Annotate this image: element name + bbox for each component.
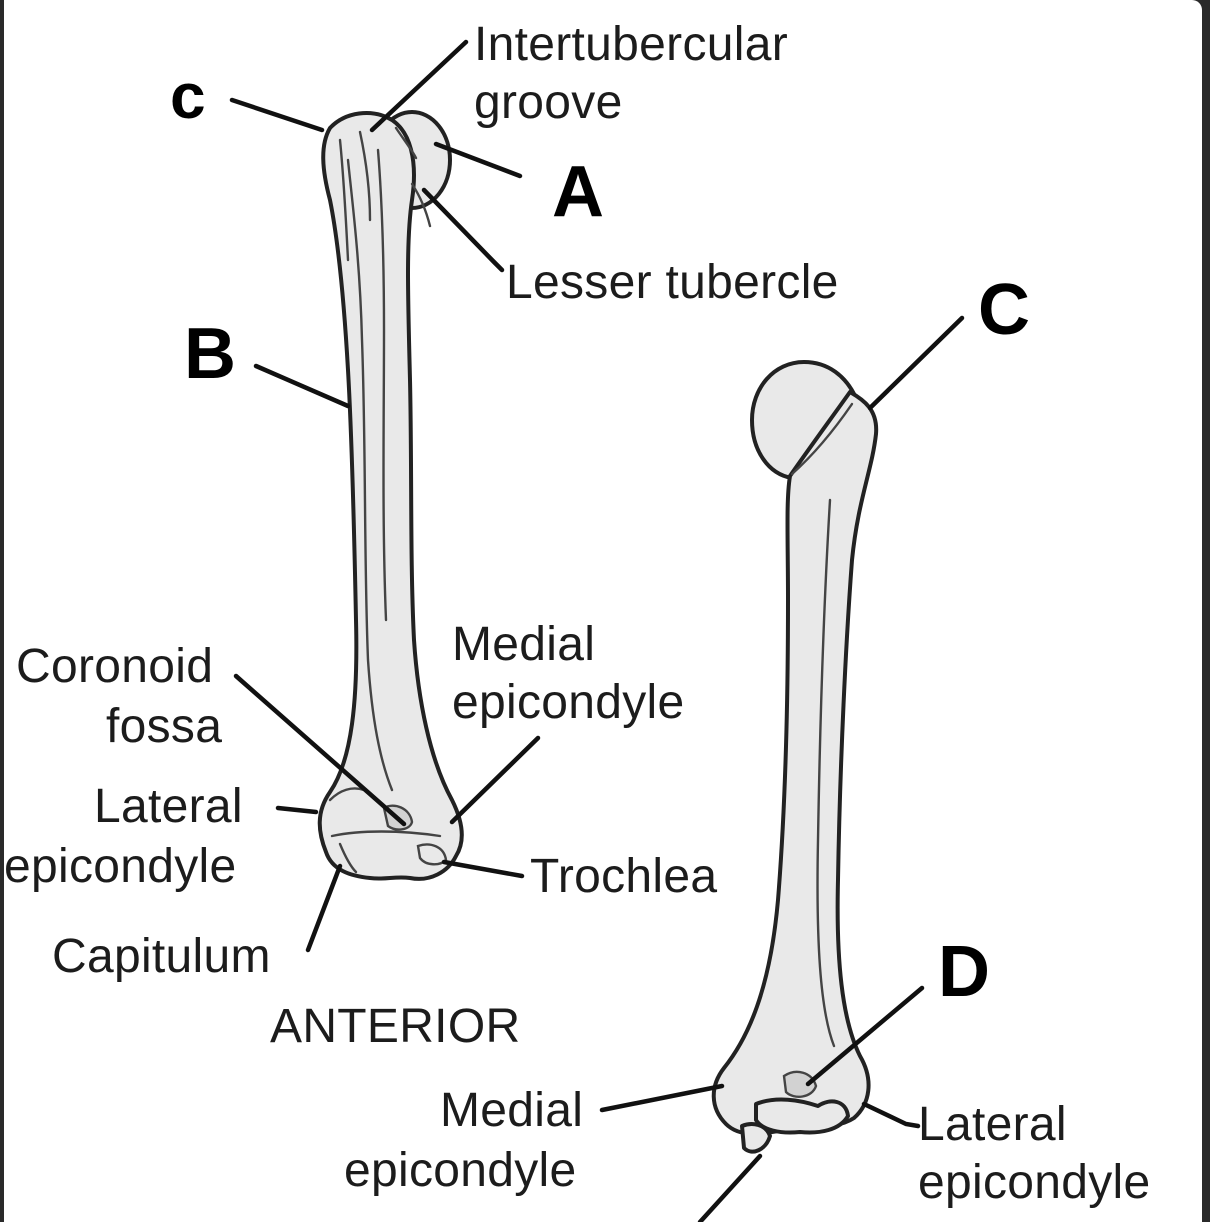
letter-B: B — [184, 314, 236, 394]
medial-condyle-tip — [740, 1122, 772, 1154]
labels: c Intertubercular groove A Lesser tuberc… — [4, 18, 1151, 1209]
letter-D: D — [938, 932, 990, 1012]
shaft-line-3 — [338, 138, 350, 262]
leader-lesser-tubercle — [421, 187, 505, 273]
label-capitulum: Capitulum — [52, 930, 271, 983]
diagram-frame: c Intertubercular groove A Lesser tuberc… — [4, 0, 1202, 1222]
label-medial-epi-ant-2: epicondyle — [452, 676, 685, 729]
leader-lateral-epi-ant — [275, 805, 319, 815]
anterior-humerus-shaft — [317, 111, 464, 881]
label-lateral-epi-post-2: epicondyle — [918, 1156, 1151, 1209]
leader-medial-epi-post — [599, 1083, 725, 1113]
label-anterior-view: ANTERIOR — [270, 1000, 520, 1053]
leader-coronoid — [233, 673, 407, 827]
label-intertubercular-2: groove — [474, 76, 623, 129]
posterior-humerus — [711, 360, 879, 1154]
olecranon-fossa — [784, 1071, 816, 1097]
trochlea-shape — [416, 843, 448, 866]
leader-lines — [229, 39, 965, 1222]
label-lateral-epi-post-1: Lateral — [918, 1098, 1067, 1151]
label-lateral-epi-ant-2: epicondyle — [4, 840, 237, 893]
letter-c-small: c — [170, 60, 206, 132]
label-coronoid-1: Coronoid — [16, 640, 213, 693]
letter-A: A — [552, 152, 604, 232]
shaft-line-2 — [376, 148, 388, 622]
shaft-line-4 — [358, 130, 372, 222]
leader-trochlea — [441, 859, 525, 879]
leader-capitulum — [305, 863, 343, 953]
letter-C-large: C — [978, 270, 1030, 350]
leader-lateral-epi-post — [861, 1101, 921, 1129]
shaft-line-1 — [346, 158, 394, 792]
label-medial-epi-ant-1: Medial — [452, 618, 595, 671]
leader-c-small — [229, 97, 325, 133]
leader-B — [253, 363, 351, 409]
groove-line — [394, 126, 418, 160]
label-lesser-tubercle: Lesser tubercle — [506, 256, 839, 309]
posterior-humerus-shaft — [711, 390, 879, 1136]
anatomical-neck — [790, 402, 854, 476]
posterior-shaft-line — [816, 498, 836, 1048]
label-trochlea: Trochlea — [530, 850, 717, 903]
anterior-humerus — [317, 110, 464, 881]
label-medial-epi-post-1: Medial — [440, 1084, 583, 1137]
label-medial-epi-post-2: epicondyle — [344, 1144, 577, 1197]
leader-D — [805, 985, 925, 1087]
condyle-line — [330, 830, 442, 838]
posterior-trochlea — [754, 1097, 850, 1135]
leader-medial-epi-ant — [449, 735, 541, 825]
capitulum-edge — [338, 842, 358, 874]
leader-intertubercular — [369, 39, 469, 133]
tubercle-line — [410, 182, 432, 228]
leader-C-large — [867, 315, 965, 411]
label-intertubercular-1: Intertubercular — [474, 18, 788, 71]
leader-bottom — [697, 1153, 763, 1222]
label-lateral-epi-ant-1: Lateral — [94, 780, 243, 833]
label-coronoid-2: fossa — [106, 700, 222, 753]
humerus-diagram: c Intertubercular groove A Lesser tuberc… — [4, 18, 1151, 1222]
leader-A — [433, 141, 523, 179]
